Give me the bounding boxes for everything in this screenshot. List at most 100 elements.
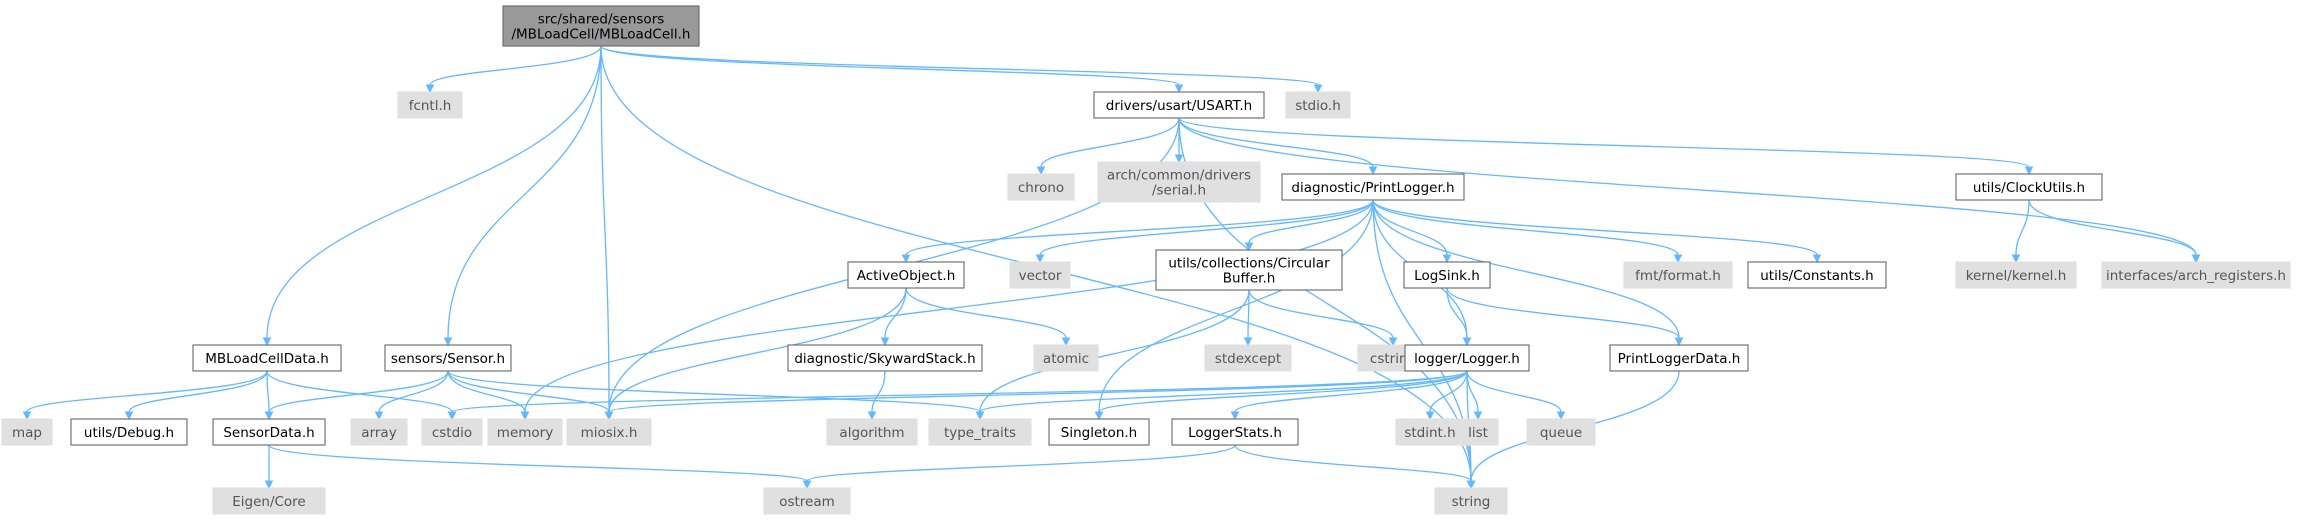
node-stdio: stdio.h — [1285, 91, 1351, 119]
dependency-edge — [600, 45, 1184, 94]
arrowhead — [1388, 337, 1398, 347]
node-debug[interactable]: utils/Debug.h — [70, 418, 188, 446]
dependency-edge — [124, 370, 268, 421]
node-fcntl: fcntl.h — [397, 91, 463, 119]
node-activeobject[interactable]: ActiveObject.h — [847, 261, 965, 289]
node-label: chrono — [1018, 180, 1064, 196]
dependency-edge — [1372, 199, 1822, 264]
node-label: LoggerStats.h — [1188, 425, 1282, 441]
dependency-edge — [266, 370, 457, 421]
node-label: Buffer.h — [1223, 271, 1276, 287]
dependency-edge — [2028, 199, 2201, 264]
node-cstdio: cstdio — [421, 418, 483, 446]
node-label: ostream — [779, 494, 835, 510]
node-array: array — [350, 418, 408, 446]
node-singleton[interactable]: Singleton.h — [1048, 418, 1150, 446]
node-label: logger/Logger.h — [1414, 351, 1520, 367]
node-root[interactable]: src/shared/sensors/MBLoadCell/MBLoadCell… — [502, 5, 700, 47]
node-string: string — [1434, 487, 1508, 515]
node-label: atomic — [1043, 351, 1089, 367]
node-label: stdint.h — [1404, 425, 1455, 441]
node-label: fcntl.h — [409, 98, 452, 114]
dependency-edge — [1425, 370, 1468, 421]
dependency-edge — [1372, 199, 1683, 264]
arrowhead — [604, 411, 614, 421]
node-label: type_traits — [944, 425, 1016, 441]
node-box — [397, 91, 463, 119]
node-label: drivers/usart/USART.h — [1106, 98, 1252, 114]
node-memory: memory — [487, 418, 563, 446]
node-label: PrintLoggerData.h — [1618, 351, 1741, 367]
node-box — [1747, 261, 1887, 289]
node-label: /serial.h — [1152, 183, 1206, 199]
arrowhead — [1094, 411, 1104, 421]
node-label: queue — [1540, 425, 1582, 441]
node-box — [1404, 344, 1530, 372]
node-box — [1009, 261, 1071, 289]
node-sensordata[interactable]: SensorData.h — [212, 418, 326, 446]
node-eigen: Eigen/Core — [212, 487, 326, 515]
arrowhead — [1674, 337, 1684, 347]
node-mbloaddata[interactable]: MBLoadCellData.h — [192, 344, 342, 372]
node-miosix: miosix.h — [566, 418, 652, 446]
graph-edges — [22, 45, 2201, 490]
node-box — [1155, 249, 1343, 291]
node-box — [421, 418, 483, 446]
dependency-edge — [264, 445, 274, 490]
node-label: ActiveObject.h — [857, 268, 956, 284]
dependency-edge — [447, 370, 530, 421]
node-sensor[interactable]: sensors/Sensor.h — [384, 344, 512, 372]
node-printlogger[interactable]: diagnostic/PrintLogger.h — [1281, 173, 1465, 201]
arrowhead — [447, 411, 457, 421]
dependency-edge — [1094, 370, 1468, 421]
node-box — [1093, 91, 1265, 119]
arrowhead — [1556, 411, 1566, 421]
node-label: memory — [497, 425, 553, 441]
node-clockutils[interactable]: utils/ClockUtils.h — [1955, 173, 2103, 201]
node-vector: vector — [1009, 261, 1071, 289]
node-typetraits: type_traits — [928, 418, 1032, 446]
node-label: kernel/kernel.h — [1966, 268, 2067, 284]
node-algorithm: algorithm — [826, 418, 918, 446]
node-chrono: chrono — [1007, 173, 1075, 201]
node-box — [1048, 418, 1150, 446]
dependency-edge — [1234, 444, 1476, 490]
node-loggerstats[interactable]: LoggerStats.h — [1171, 418, 1299, 446]
arrowhead — [1230, 411, 1240, 421]
arrowhead — [374, 411, 384, 421]
node-fmt: fmt/format.h — [1623, 261, 1733, 289]
arrowhead — [262, 337, 272, 347]
arrowhead — [1036, 166, 1046, 176]
arrowhead — [1462, 337, 1472, 347]
arrowhead — [443, 337, 453, 347]
dependency-edge — [262, 45, 602, 347]
dependency-edge — [268, 444, 812, 490]
node-usart[interactable]: drivers/usart/USART.h — [1093, 91, 1265, 119]
node-box — [1623, 261, 1733, 289]
node-logsink[interactable]: LogSink.h — [1403, 261, 1491, 289]
dependency-edge — [443, 45, 602, 347]
node-map: map — [1, 418, 53, 446]
dependency-edge — [1446, 287, 1472, 347]
node-stdexcept: stdexcept — [1204, 344, 1292, 372]
node-box — [1171, 418, 1299, 446]
node-constants[interactable]: utils/Constants.h — [1747, 261, 1887, 289]
dependency-edge — [1466, 370, 1483, 421]
arrowhead — [1061, 337, 1071, 347]
arrowhead — [1425, 411, 1435, 421]
node-box — [1403, 261, 1491, 289]
dependency-edge — [975, 370, 1468, 421]
node-logger[interactable]: logger/Logger.h — [1404, 344, 1530, 372]
node-printloggerdata[interactable]: PrintLoggerData.h — [1609, 344, 1749, 372]
dependency-edge — [1243, 289, 1253, 347]
arrowhead — [1368, 166, 1378, 176]
node-label: Eigen/Core — [232, 494, 306, 510]
arrowhead — [1313, 84, 1323, 94]
arrowhead — [867, 411, 877, 421]
node-skyward[interactable]: diagnostic/SkywardStack.h — [787, 344, 983, 372]
node-box — [566, 418, 652, 446]
node-label: utils/Debug.h — [84, 425, 174, 441]
dependency-edge — [1248, 289, 1398, 347]
dependency-edge — [2011, 199, 2030, 264]
